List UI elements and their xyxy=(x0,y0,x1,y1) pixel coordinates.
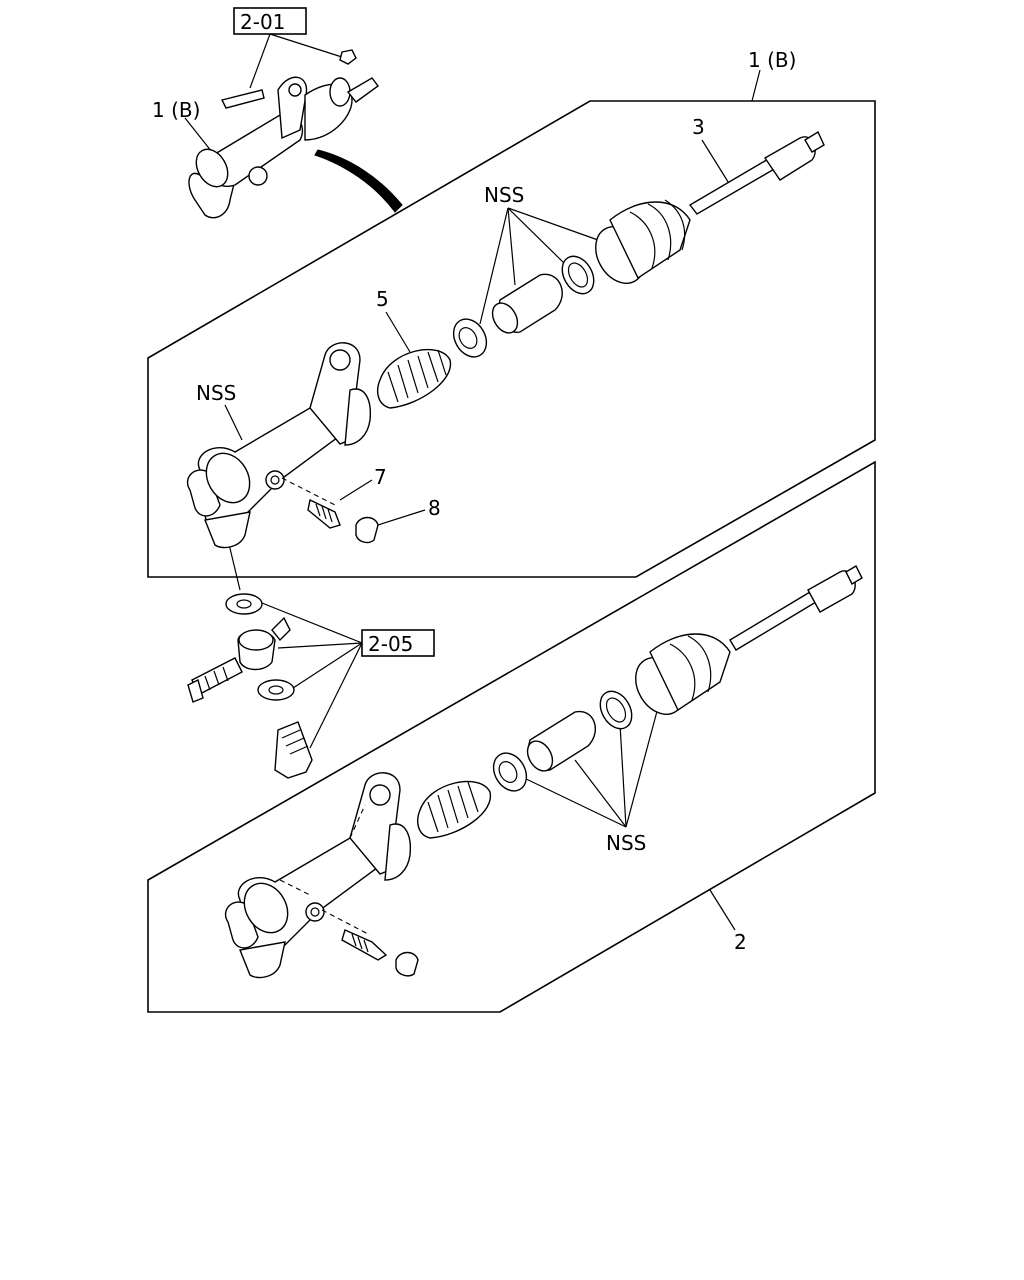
lower-cup-seal xyxy=(492,752,528,792)
upper-spring xyxy=(377,348,452,409)
label-1b-panel: 1 (B) xyxy=(748,48,796,72)
label-part-3: 3 xyxy=(692,115,705,139)
label-nss-lower: NSS xyxy=(606,831,646,855)
label-nss-body: NSS xyxy=(196,381,236,405)
lower-cylinder-body xyxy=(224,772,412,979)
lower-push-rod xyxy=(729,565,863,651)
ref-box-2-01[interactable]: 2-01 xyxy=(233,7,307,35)
upper-piston xyxy=(491,273,563,334)
leader-lines xyxy=(184,33,761,931)
hose-fittings xyxy=(187,593,313,779)
lower-seal-ring xyxy=(599,690,633,730)
small-cylinder-assembly xyxy=(188,49,403,219)
upper-push-rod xyxy=(688,130,825,215)
label-part-7: 7 xyxy=(374,465,387,489)
upper-bleeder-screw xyxy=(307,498,341,529)
ref-box-2-05[interactable]: 2-05 xyxy=(361,629,435,657)
lower-piston xyxy=(526,710,596,772)
label-part-5: 5 xyxy=(376,287,389,311)
lower-dust-boot xyxy=(635,633,731,715)
upper-cylinder-body xyxy=(186,342,372,549)
lower-spring xyxy=(417,780,492,839)
label-1b-small: 1 (B) xyxy=(152,98,200,122)
lower-panel-frame xyxy=(147,460,876,1013)
upper-panel-frame xyxy=(147,100,876,578)
svg-text:2-05: 2-05 xyxy=(368,632,413,656)
lower-bleeder-cap xyxy=(395,951,419,977)
upper-dust-boot xyxy=(595,199,691,284)
upper-cup-seal xyxy=(452,318,488,358)
label-part-8: 8 xyxy=(428,496,441,520)
label-nss-upper: NSS xyxy=(484,183,524,207)
svg-text:2-01: 2-01 xyxy=(240,10,285,34)
upper-seal-ring xyxy=(561,255,595,295)
upper-bleeder-cap xyxy=(355,516,379,544)
label-part-2: 2 xyxy=(734,930,747,954)
lower-bleeder-screw xyxy=(341,929,388,961)
